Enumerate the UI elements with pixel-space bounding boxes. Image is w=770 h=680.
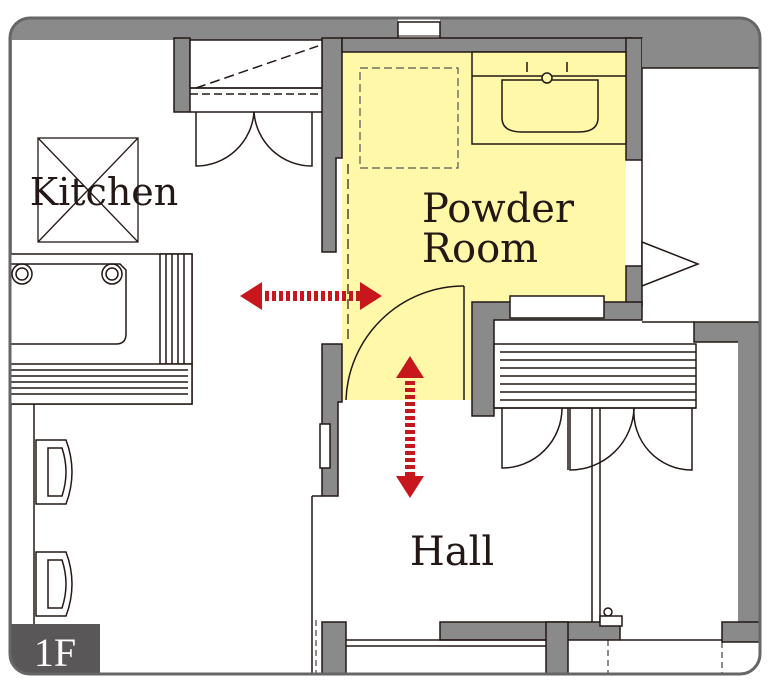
powder-room-label-line2: Room <box>422 226 538 272</box>
hall-label: Hall <box>410 529 494 575</box>
vertical-passage-arrow <box>396 356 424 498</box>
kitchen-closet <box>189 39 323 167</box>
floor-badge: 1F <box>10 624 100 675</box>
right-room-lines <box>641 67 760 323</box>
powder-room-label-line1: Powder <box>422 186 575 232</box>
powder-room-fixtures <box>345 51 627 401</box>
bar-stools <box>33 404 73 674</box>
hall-left-details <box>311 423 331 674</box>
kitchen-label: Kitchen <box>30 170 179 214</box>
range-hood <box>37 137 139 243</box>
hall-closet <box>493 343 697 627</box>
floor-badge-label: 1F <box>34 630 76 675</box>
horizontal-passage-arrow <box>240 282 382 310</box>
plan-frame <box>8 16 762 676</box>
kitchen-counter <box>10 253 193 405</box>
